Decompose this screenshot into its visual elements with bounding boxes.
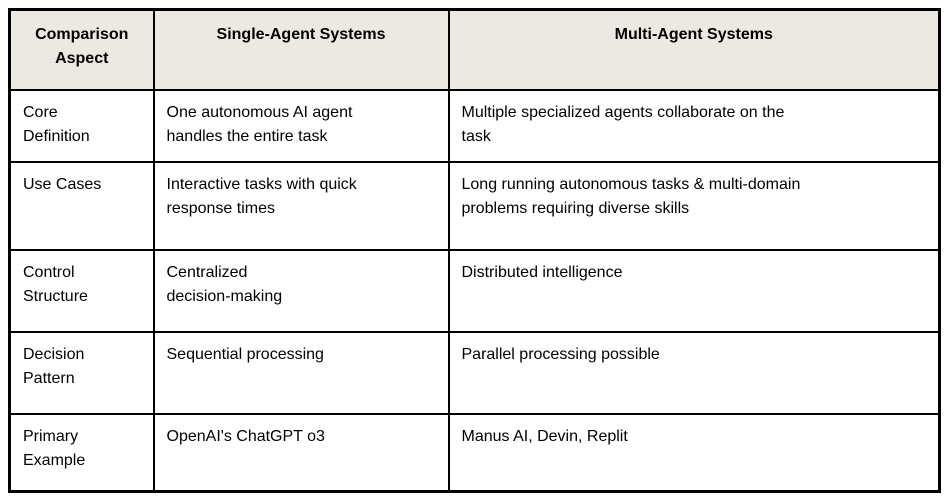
table-row-primary-example: Primary Example OpenAI's ChatGPT o3 Manu… (8, 412, 941, 493)
cell-use-cases-aspect: Use Cases (8, 160, 155, 251)
cell-control-structure-multi-agent: Distributed intelligence (447, 248, 941, 333)
cell-decision-pattern-single-agent: Sequential processing (152, 330, 450, 415)
header-cell-comparison-aspect: Comparison Aspect (8, 8, 155, 91)
cell-control-structure-aspect: Control Structure (8, 248, 155, 333)
comparison-table: Comparison Aspect Single-Agent Systems M… (8, 8, 941, 493)
cell-core-definition-single-agent: One autonomous AI agent handles the enti… (152, 88, 450, 163)
table-row-control-structure: Control Structure Centralized decision-m… (8, 248, 941, 333)
cell-core-definition-multi-agent: Multiple specialized agents collaborate … (447, 88, 941, 163)
cell-core-definition-aspect: Core Definition (8, 88, 155, 163)
table-row-decision-pattern: Decision Pattern Sequential processing P… (8, 330, 941, 415)
table-header-row: Comparison Aspect Single-Agent Systems M… (8, 8, 941, 91)
cell-decision-pattern-multi-agent: Parallel processing possible (447, 330, 941, 415)
cell-primary-example-single-agent: OpenAI's ChatGPT o3 (152, 412, 450, 493)
table-row-use-cases: Use Cases Interactive tasks with quick r… (8, 160, 941, 251)
cell-primary-example-aspect: Primary Example (8, 412, 155, 493)
table-row-core-definition: Core Definition One autonomous AI agent … (8, 88, 941, 163)
cell-use-cases-multi-agent: Long running autonomous tasks & multi-do… (447, 160, 941, 251)
cell-decision-pattern-aspect: Decision Pattern (8, 330, 155, 415)
cell-use-cases-single-agent: Interactive tasks with quick response ti… (152, 160, 450, 251)
cell-primary-example-multi-agent: Manus AI, Devin, Replit (447, 412, 941, 493)
cell-control-structure-single-agent: Centralized decision-making (152, 248, 450, 333)
header-cell-single-agent-systems: Single-Agent Systems (152, 8, 450, 91)
header-cell-multi-agent-systems: Multi-Agent Systems (447, 8, 941, 91)
